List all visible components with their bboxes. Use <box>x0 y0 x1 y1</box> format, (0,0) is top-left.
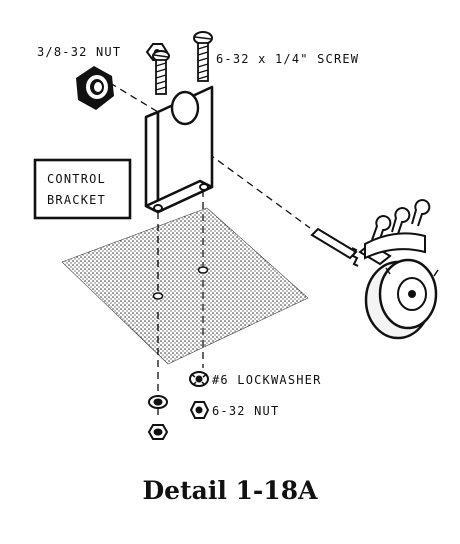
screw-label: 6-32 x 1/4" SCREW <box>216 52 359 66</box>
screw-right <box>194 32 212 81</box>
hex-nut-large <box>76 66 114 110</box>
control-bracket <box>146 87 212 212</box>
nut-38-label: 3/8-32 NUT <box>37 45 121 59</box>
potentiometer-control <box>312 200 438 338</box>
chassis-hole-right <box>199 267 208 273</box>
chassis-panel <box>62 208 308 364</box>
detail-caption: Detail 1-18A <box>143 476 319 505</box>
control-bracket-label-line1: CONTROL <box>47 172 106 186</box>
control-bracket-label-box <box>35 160 130 218</box>
screw-left <box>153 51 169 94</box>
control-bracket-label-line2: BRACKET <box>47 193 106 207</box>
chassis-hole-left <box>154 293 163 299</box>
nut-632-label: 6-32 NUT <box>212 404 279 418</box>
nut-left <box>149 425 167 439</box>
nut-icon <box>191 402 208 418</box>
lockwasher-icon <box>190 372 208 386</box>
lockwasher-label: #6 LOCKWASHER <box>212 373 322 387</box>
lockwasher-left <box>149 396 167 408</box>
